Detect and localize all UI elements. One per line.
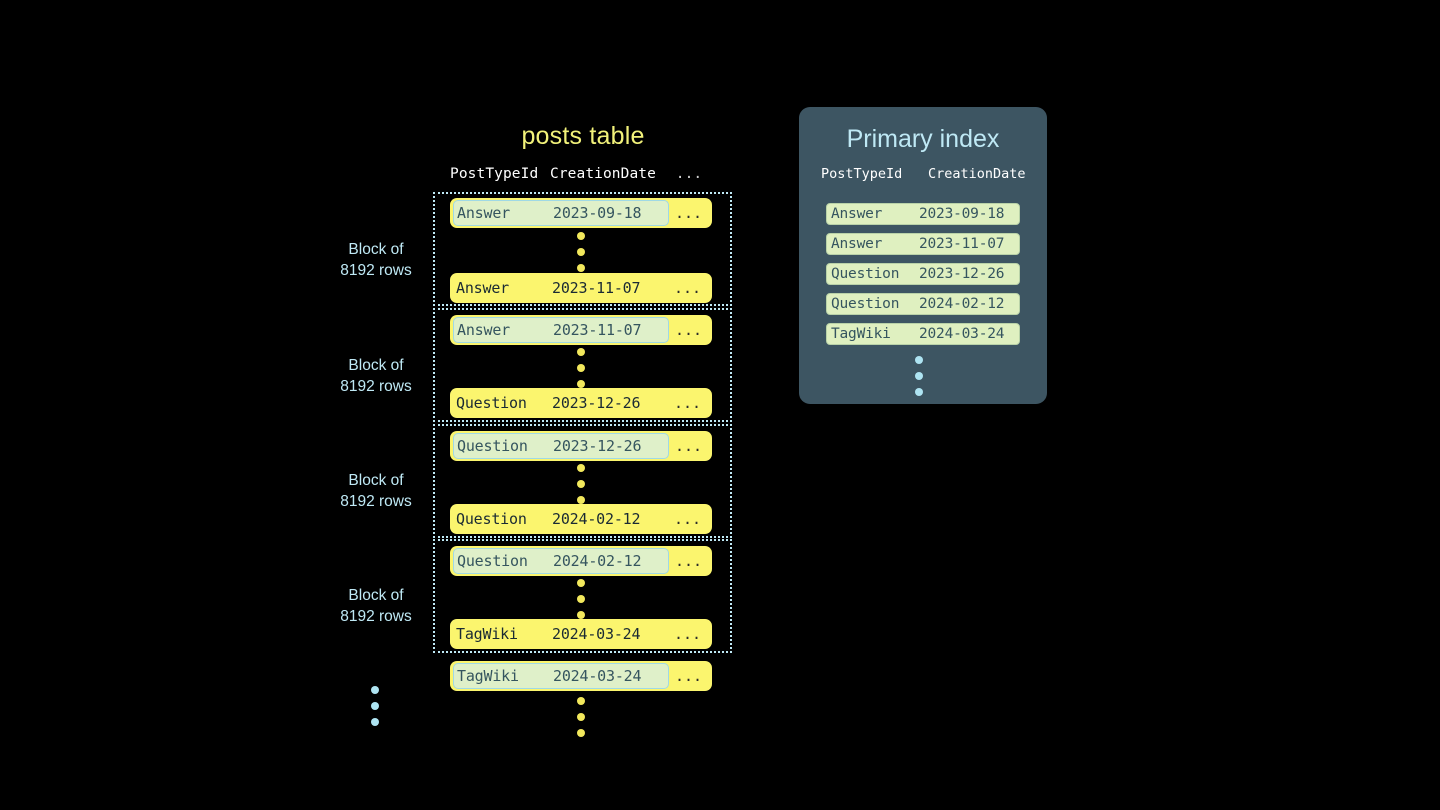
row-key-cells: TagWiki 2024-03-24	[453, 621, 667, 647]
cell-posttypeid: Question	[456, 394, 527, 412]
block-2-label: Block of 8192 rows	[311, 355, 441, 397]
row-continuation-dots	[575, 579, 587, 627]
cell-ellipsis: ...	[673, 625, 702, 643]
cell-creationdate: 2023-09-18	[553, 204, 642, 222]
index-row[interactable]: Answer 2023-11-07	[826, 233, 1020, 255]
index-column-header-posttypeid: PostTypeId	[821, 166, 903, 182]
table-row[interactable]: Question 2023-12-26 ...	[450, 388, 712, 418]
block-3-label-line2: 8192 rows	[340, 493, 412, 510]
block-2-label-line1: Block of	[348, 357, 404, 374]
index-row[interactable]: TagWiki 2024-03-24	[826, 323, 1020, 345]
block-2	[433, 308, 732, 422]
cell-ellipsis: ...	[673, 279, 702, 297]
index-cell-creationdate: 2024-02-12	[919, 296, 1005, 312]
block-1-label-line2: 8192 rows	[340, 262, 412, 279]
block-continuation-dots	[369, 686, 381, 734]
cell-creationdate: 2024-02-12	[553, 552, 642, 570]
block-4	[433, 539, 732, 653]
cell-posttypeid: Question	[457, 437, 528, 455]
row-key-cells: Answer 2023-09-18	[453, 200, 669, 226]
primary-index-column-headers: PostTypeId CreationDate	[821, 166, 1027, 182]
block-1-label-line1: Block of	[348, 241, 404, 258]
row-continuation-dots	[575, 464, 587, 512]
cell-creationdate: 2023-12-26	[552, 394, 641, 412]
block-1	[433, 192, 732, 306]
cell-posttypeid: Question	[456, 510, 527, 528]
index-cell-creationdate: 2024-03-24	[919, 326, 1005, 342]
posts-table-column-headers: PostTypeId CreationDate ...	[450, 166, 712, 182]
table-row[interactable]: Question 2024-02-12 ...	[450, 504, 712, 534]
posts-table-title: posts table	[521, 122, 645, 150]
cell-ellipsis: ...	[674, 667, 703, 685]
table-row[interactable]: TagWiki 2024-03-24 ...	[450, 619, 712, 649]
block-4-label-line1: Block of	[348, 587, 404, 604]
index-cell-creationdate: 2023-11-07	[919, 236, 1005, 252]
cell-creationdate: 2023-12-26	[553, 437, 642, 455]
block-3-label: Block of 8192 rows	[311, 470, 441, 512]
row-key-cells: Question 2023-12-26	[453, 390, 667, 416]
row-key-cells: Question 2023-12-26	[453, 433, 669, 459]
index-cell-creationdate: 2023-12-26	[919, 266, 1005, 282]
table-row[interactable]: Answer 2023-11-07 ...	[450, 273, 712, 303]
block-4-label-line2: 8192 rows	[340, 608, 412, 625]
cell-creationdate: 2024-03-24	[552, 625, 641, 643]
block-3-label-line1: Block of	[348, 472, 404, 489]
row-continuation-dots	[575, 348, 587, 396]
cell-creationdate: 2024-02-12	[552, 510, 641, 528]
cell-ellipsis: ...	[674, 204, 703, 222]
column-header-ellipsis: ...	[675, 166, 703, 182]
cell-posttypeid: Answer	[457, 204, 510, 222]
cell-posttypeid: Answer	[456, 279, 509, 297]
block-1-label: Block of 8192 rows	[311, 239, 441, 281]
table-row[interactable]: Answer 2023-11-07 ...	[450, 315, 712, 345]
cell-ellipsis: ...	[674, 437, 703, 455]
column-header-posttypeid: PostTypeId	[450, 166, 539, 182]
cell-ellipsis: ...	[673, 510, 702, 528]
cell-ellipsis: ...	[673, 394, 702, 412]
index-cell-posttypeid: Answer	[831, 236, 883, 252]
row-key-cells: Answer 2023-11-07	[453, 317, 669, 343]
block-2-label-line2: 8192 rows	[340, 378, 412, 395]
table-row[interactable]: Question 2023-12-26 ...	[450, 431, 712, 461]
row-continuation-dots	[575, 232, 587, 280]
index-continuation-dots	[913, 356, 925, 404]
index-row[interactable]: Answer 2023-09-18	[826, 203, 1020, 225]
cell-creationdate: 2024-03-24	[553, 667, 642, 685]
cell-ellipsis: ...	[674, 321, 703, 339]
index-column-header-creationdate: CreationDate	[928, 166, 1026, 182]
cell-ellipsis: ...	[674, 552, 703, 570]
cell-creationdate: 2023-11-07	[553, 321, 642, 339]
row-key-cells: TagWiki 2024-03-24	[453, 663, 669, 689]
index-cell-posttypeid: TagWiki	[831, 326, 891, 342]
index-cell-posttypeid: Question	[831, 266, 900, 282]
cell-posttypeid: Question	[457, 552, 528, 570]
index-cell-creationdate: 2023-09-18	[919, 206, 1005, 222]
cell-posttypeid: Answer	[457, 321, 510, 339]
index-cell-posttypeid: Question	[831, 296, 900, 312]
row-key-cells: Question 2024-02-12	[453, 548, 669, 574]
column-header-creationdate: CreationDate	[550, 166, 656, 182]
cell-posttypeid: TagWiki	[456, 625, 518, 643]
table-continuation-dots	[575, 697, 587, 745]
table-row[interactable]: Answer 2023-09-18 ...	[450, 198, 712, 228]
row-key-cells: Question 2024-02-12	[453, 506, 667, 532]
table-row[interactable]: TagWiki 2024-03-24 ...	[450, 661, 712, 691]
index-row[interactable]: Question 2024-02-12	[826, 293, 1020, 315]
block-3	[433, 424, 732, 538]
primary-index-panel: Primary index PostTypeId CreationDate An…	[799, 107, 1047, 404]
primary-index-title: Primary index	[846, 125, 1000, 153]
cell-posttypeid: TagWiki	[457, 667, 519, 685]
index-cell-posttypeid: Answer	[831, 206, 883, 222]
row-key-cells: Answer 2023-11-07	[453, 275, 667, 301]
index-row[interactable]: Question 2023-12-26	[826, 263, 1020, 285]
cell-creationdate: 2023-11-07	[552, 279, 641, 297]
table-row[interactable]: Question 2024-02-12 ...	[450, 546, 712, 576]
block-4-label: Block of 8192 rows	[311, 585, 441, 627]
